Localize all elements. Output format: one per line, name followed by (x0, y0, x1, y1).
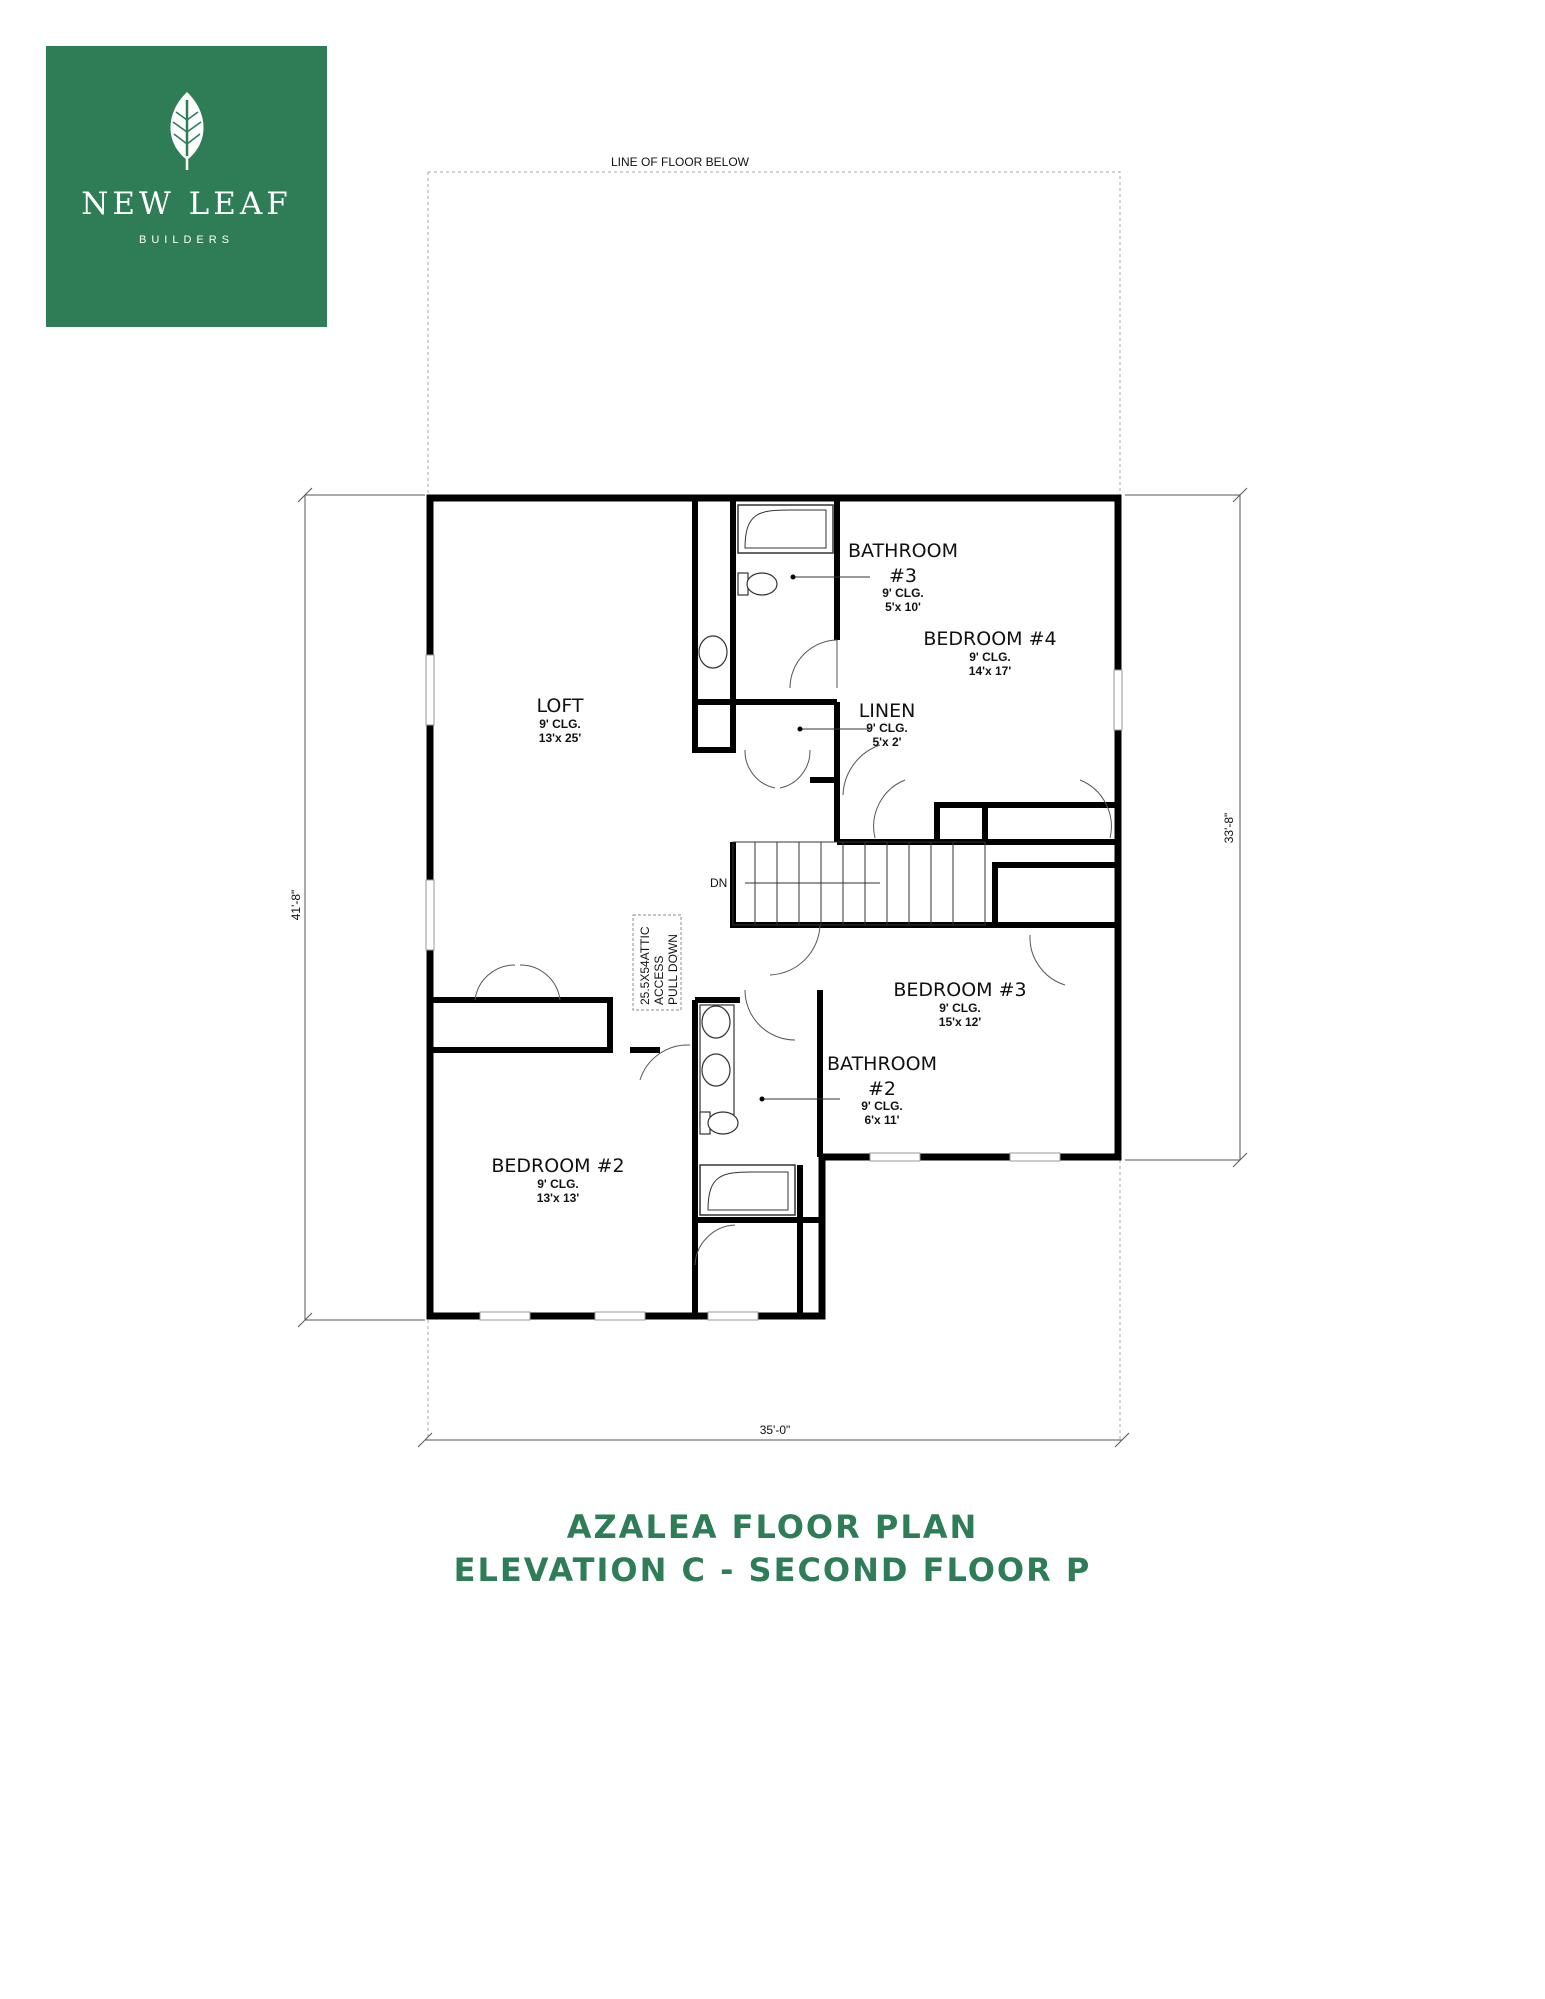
attic-label-line3: PULL DOWN (666, 934, 680, 1005)
stair-down-label: DN (710, 876, 727, 890)
attic-label-line2: ACCESS (652, 956, 666, 1005)
linen-size: 5'x 2' (872, 735, 901, 749)
bath3-name: BATHROOM (848, 540, 958, 562)
bathtub-bath3 (737, 504, 834, 554)
logo-subtitle: BUILDERS (138, 234, 235, 246)
dimension-left: 41'-8" (289, 890, 303, 921)
bed4-name: BEDROOM #4 (923, 628, 1056, 650)
line-of-floor-below (427, 171, 1121, 1440)
loft-size: 13'x 25' (539, 731, 582, 745)
leader-lines (762, 576, 870, 1100)
dimension-lines (297, 487, 1248, 1448)
loft-name: LOFT (536, 695, 583, 717)
bed4-ceiling: 9' CLG. (969, 650, 1011, 664)
dimension-width: 35'-0" (760, 1423, 791, 1437)
doors (474, 639, 1112, 1266)
bed2-name: BEDROOM #2 (491, 1155, 624, 1177)
bath2-size: 6'x 11' (864, 1113, 899, 1127)
bath3-ceiling: 9' CLG. (882, 586, 924, 600)
windows (425, 654, 1123, 1321)
bath2-name: BATHROOM (827, 1053, 937, 1075)
attic-access-box (632, 914, 682, 1011)
bed2-ceiling: 9' CLG. (537, 1177, 579, 1191)
loft-ceiling: 9' CLG. (539, 717, 581, 731)
bed3-name: BEDROOM #3 (893, 979, 1026, 1001)
bath2-ceiling: 9' CLG. (861, 1099, 903, 1113)
bed4-size: 14'x 17' (969, 664, 1012, 678)
plan-subtitle: ELEVATION C - SECOND FLOOR P (453, 1551, 1092, 1589)
logo-name: NEW LEAF (81, 186, 292, 222)
sink-bath3 (698, 635, 728, 669)
bed3-ceiling: 9' CLG. (939, 1001, 981, 1015)
linen-ceiling: 9' CLG. (866, 721, 908, 735)
plan-title: AZALEA FLOOR PLAN (566, 1508, 979, 1546)
dimension-right: 33'-8" (1222, 813, 1236, 844)
toilet-bath2 (699, 1111, 739, 1135)
linen-name: LINEN (859, 700, 916, 722)
bed3-size: 15'x 12' (939, 1015, 982, 1029)
bath3-number: #3 (889, 565, 917, 587)
toilet-bath3 (737, 572, 778, 596)
leader-dots (759, 574, 803, 1102)
bathtub-bath2 (699, 1164, 796, 1216)
leaf-icon (170, 92, 204, 170)
bath2-number: #2 (868, 1078, 896, 1100)
bed2-size: 13'x 13' (537, 1191, 580, 1205)
line-of-floor-below-label: LINE OF FLOOR BELOW (611, 155, 750, 169)
staircase (732, 841, 986, 926)
attic-label-line1: 25.5X54ATTIC (638, 926, 652, 1005)
sinks-bath2 (699, 1004, 735, 1126)
new-leaf-logo: NEW LEAF BUILDERS (46, 46, 327, 327)
bath3-size: 5'x 10' (885, 600, 921, 614)
